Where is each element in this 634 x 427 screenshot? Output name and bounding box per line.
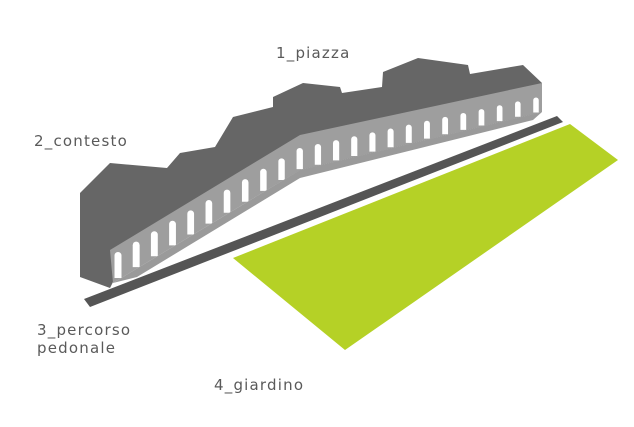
arch xyxy=(205,199,213,224)
arch xyxy=(260,168,267,191)
label-percorso-line1: 3_percorso xyxy=(37,321,132,339)
arch xyxy=(369,132,376,152)
arcade-arches xyxy=(114,97,539,279)
arch xyxy=(460,112,467,130)
arch xyxy=(132,241,140,268)
label-percorso-line2: pedonale xyxy=(37,339,117,357)
garden-area xyxy=(233,124,618,350)
arch xyxy=(278,158,285,181)
arch xyxy=(515,101,521,117)
label-giardino: 4_giardino xyxy=(214,376,305,394)
arch xyxy=(533,97,539,113)
arch xyxy=(296,147,303,170)
pedestrian-path xyxy=(84,116,563,307)
label-piazza: 1_piazza xyxy=(276,44,351,62)
arch xyxy=(187,210,195,235)
arch xyxy=(405,124,412,143)
label-contesto: 2_contesto xyxy=(34,132,128,150)
arch xyxy=(387,128,394,148)
arch xyxy=(169,220,176,246)
arch xyxy=(332,140,340,161)
arch xyxy=(424,120,430,139)
arch xyxy=(241,179,249,202)
arch xyxy=(150,231,158,257)
arch xyxy=(496,105,503,122)
arch xyxy=(478,109,485,126)
arch xyxy=(223,189,231,213)
arch xyxy=(442,116,449,135)
arch xyxy=(314,143,322,165)
arch xyxy=(351,136,358,156)
arch xyxy=(114,252,122,279)
arcade-face xyxy=(110,83,542,283)
